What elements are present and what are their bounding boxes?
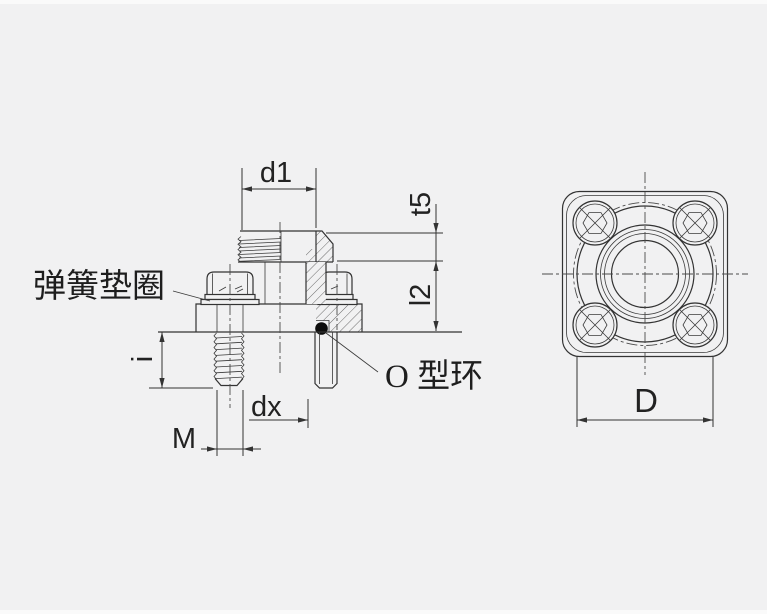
o-ring-dot [315,322,328,335]
dim-label-m: M [172,423,196,455]
o-ring-label: O 型环 [385,359,483,395]
dowel-pin [314,332,338,389]
hex-socket [682,314,708,336]
dim-d1: d1 [241,157,317,230]
dim-label-l2: l2 [405,284,437,307]
centerlines-section [229,222,338,408]
dim-d: D [576,357,714,427]
bolt-boss-top-left [572,200,618,246]
dim-label-dx: dx [251,391,282,423]
dim-label-d1: d1 [260,157,292,189]
dim-l2: l2 [405,284,439,331]
spring-washer-callout: 弹簧垫圈 [33,268,211,305]
dim-label-t5: t5 [405,192,437,216]
dim-dx: dx [249,391,309,428]
stud-bolt [213,332,245,387]
section-view: d1 t5 l2 i [33,157,483,456]
bolt-boss-bottom-right [672,302,718,348]
neck-section [264,262,327,304]
plate-section [316,304,362,332]
hex-socket [682,212,708,234]
centerlines-front [542,172,748,375]
front-view: D [542,172,748,427]
bolt-boss-bottom-left [572,302,618,348]
bolt-boss-top-right [672,200,718,246]
dim-t5: t5 [326,192,443,331]
hex-socket [582,212,608,234]
o-ring-callout: O 型环 [325,332,483,395]
bottom-border-strip [0,610,767,614]
hex-socket [582,314,608,336]
threaded-stud [237,230,334,263]
dim-m: M [172,390,261,456]
dim-label-d: D [634,382,658,419]
stud-thread-lines [237,236,282,263]
top-border-strip [0,0,767,4]
spring-washer-label: 弹簧垫圈 [33,268,165,305]
dim-label-i: i [127,356,159,362]
dim-i: i [127,332,213,389]
